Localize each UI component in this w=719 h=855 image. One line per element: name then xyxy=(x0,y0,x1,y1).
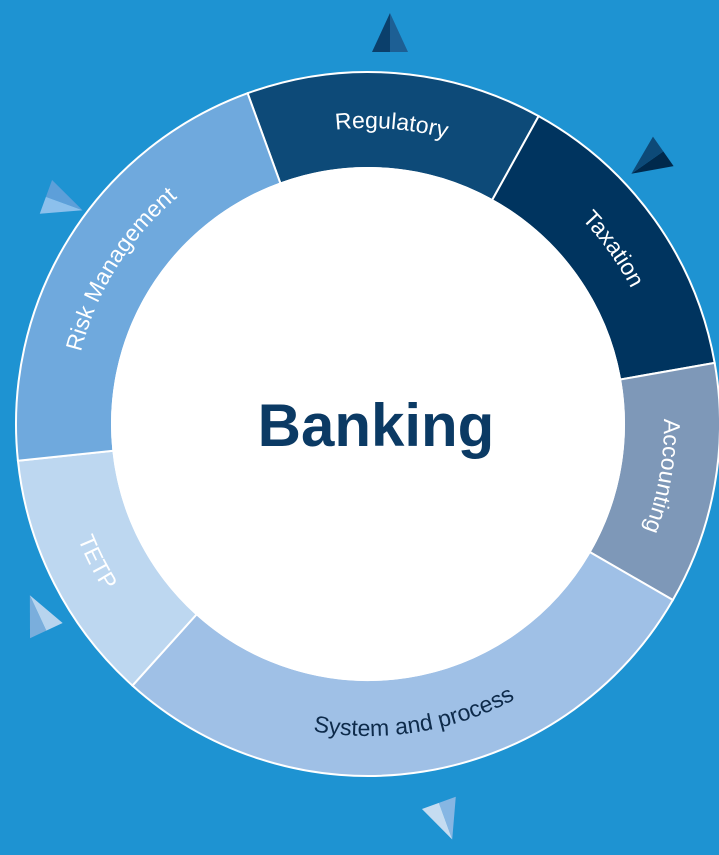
arrow-lower-left-icon xyxy=(29,595,63,639)
arrowheads xyxy=(29,13,674,840)
ring xyxy=(15,71,719,777)
arrow-bottom-icon xyxy=(421,796,456,840)
arrow-upper-right-icon xyxy=(631,136,674,174)
center-label: Banking xyxy=(258,392,495,459)
arrow-top-icon xyxy=(372,13,408,52)
arrow-upper-left-icon xyxy=(39,179,83,214)
center-circle xyxy=(111,167,625,681)
